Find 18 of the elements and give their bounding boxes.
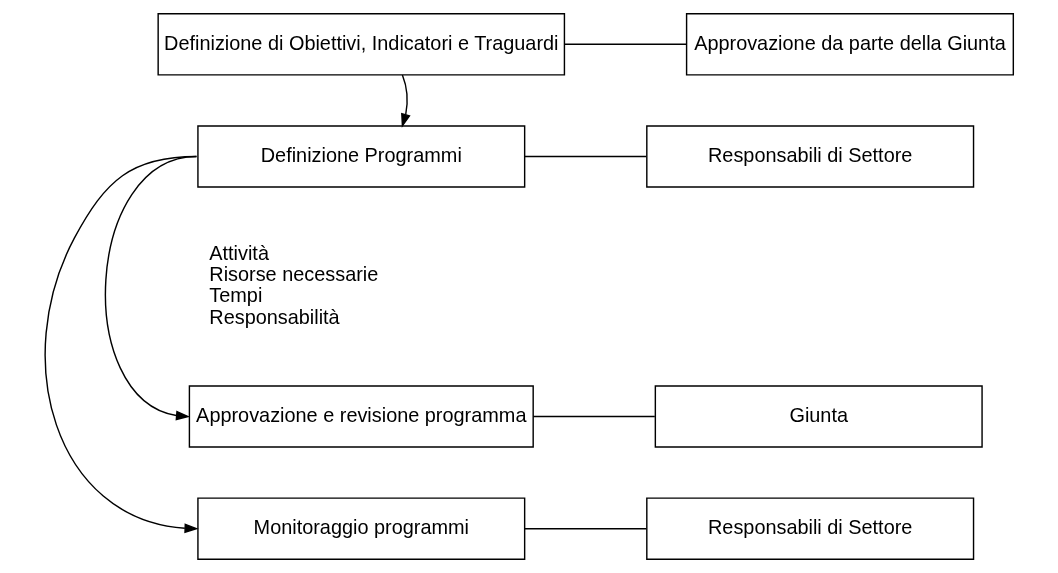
node-box: Definizione Programmi — [197, 125, 526, 188]
arrow — [401, 74, 411, 128]
node-box: Giunta — [654, 385, 983, 448]
arrow — [44, 155, 199, 534]
node-label: Risorse necessarie — [209, 263, 379, 286]
node-label: Attività — [209, 241, 269, 264]
node-label: Tempi — [209, 284, 263, 307]
node-box: Approvazione da parte della Giunta — [685, 13, 1015, 76]
connector — [524, 155, 647, 158]
node-box: Responsabili di Settore — [646, 125, 975, 188]
connector — [524, 528, 647, 530]
node-box: Monitoraggio programmi — [197, 497, 526, 560]
node-box: Approvazione e revisione programma — [188, 385, 534, 448]
connector — [532, 415, 656, 418]
node-label: Responsabilità — [209, 305, 340, 328]
node-box: Definizione di Obiettivi, Indicatori e Traguardi — [157, 13, 566, 76]
connector — [563, 43, 687, 45]
node-box: Responsabili di Settore — [646, 497, 975, 560]
